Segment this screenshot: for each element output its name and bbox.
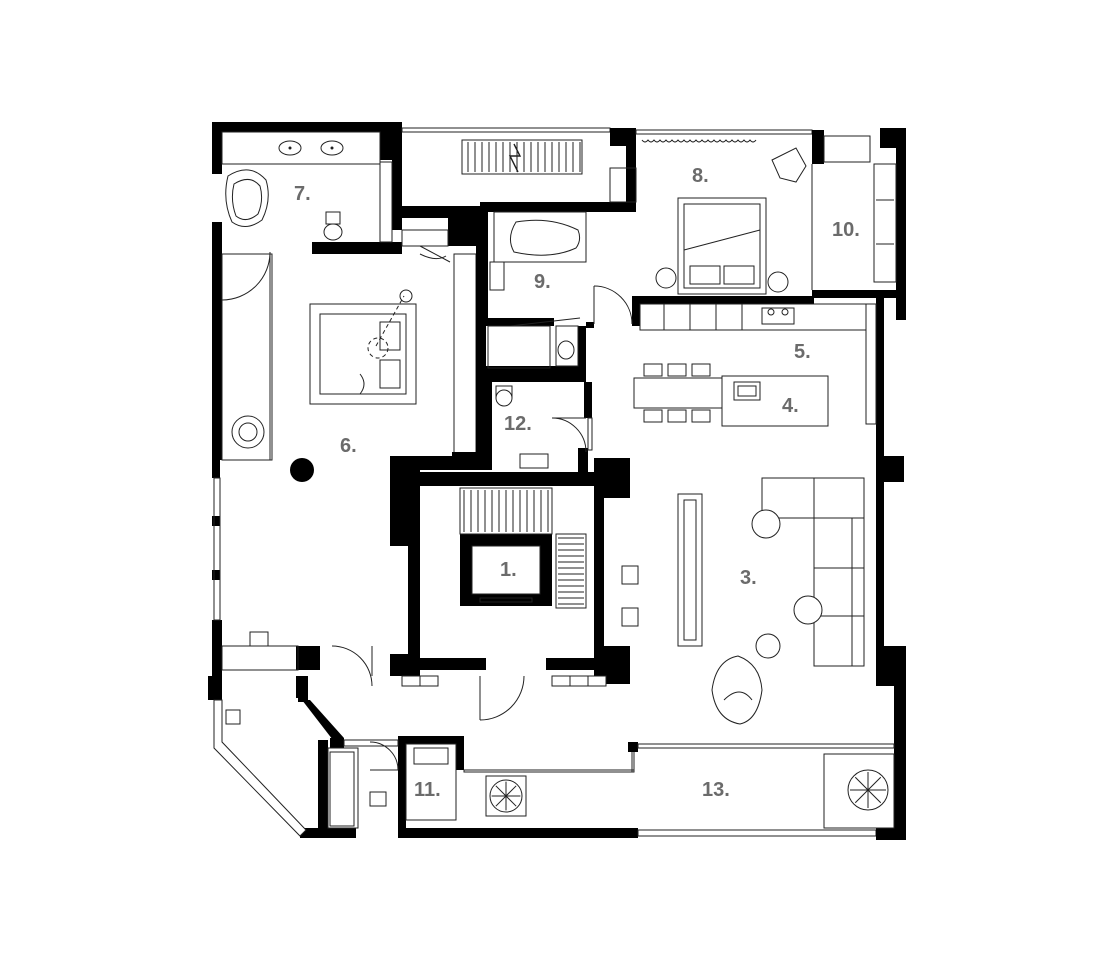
room-label-9: 9.	[534, 271, 551, 293]
kitchen-furniture	[633, 303, 877, 427]
room-label-13: 13.	[702, 779, 730, 801]
exterior-walls	[208, 122, 906, 840]
bedroom-8-furniture	[640, 133, 813, 295]
interior-walls	[221, 167, 895, 838]
room-label-10: 10.	[832, 219, 860, 241]
bathroom-7-fixtures	[221, 131, 393, 243]
stairs-top	[461, 139, 583, 175]
room-label-11: 11.	[414, 779, 441, 801]
closet-10-furniture	[823, 135, 897, 283]
terrace-13-furniture	[485, 753, 895, 829]
room-label-3: 3.	[740, 567, 757, 589]
bedroom-6-furniture	[221, 245, 451, 687]
room-label-4: 4.	[782, 395, 799, 417]
living-3-furniture	[621, 477, 865, 725]
room-label-8: 8.	[692, 165, 709, 187]
room-11-furniture	[329, 743, 457, 827]
stairs-core	[459, 487, 587, 609]
room-label-6: 6.	[340, 435, 357, 457]
doors	[225, 675, 607, 771]
room-label-5: 5.	[794, 341, 811, 363]
room-label-1: 1.	[500, 559, 517, 581]
room-label-12: 12.	[504, 413, 532, 435]
room-label-7: 7.	[294, 183, 311, 205]
bathroom-12-fixtures	[495, 385, 587, 469]
bathroom-9-fixtures	[487, 211, 633, 369]
